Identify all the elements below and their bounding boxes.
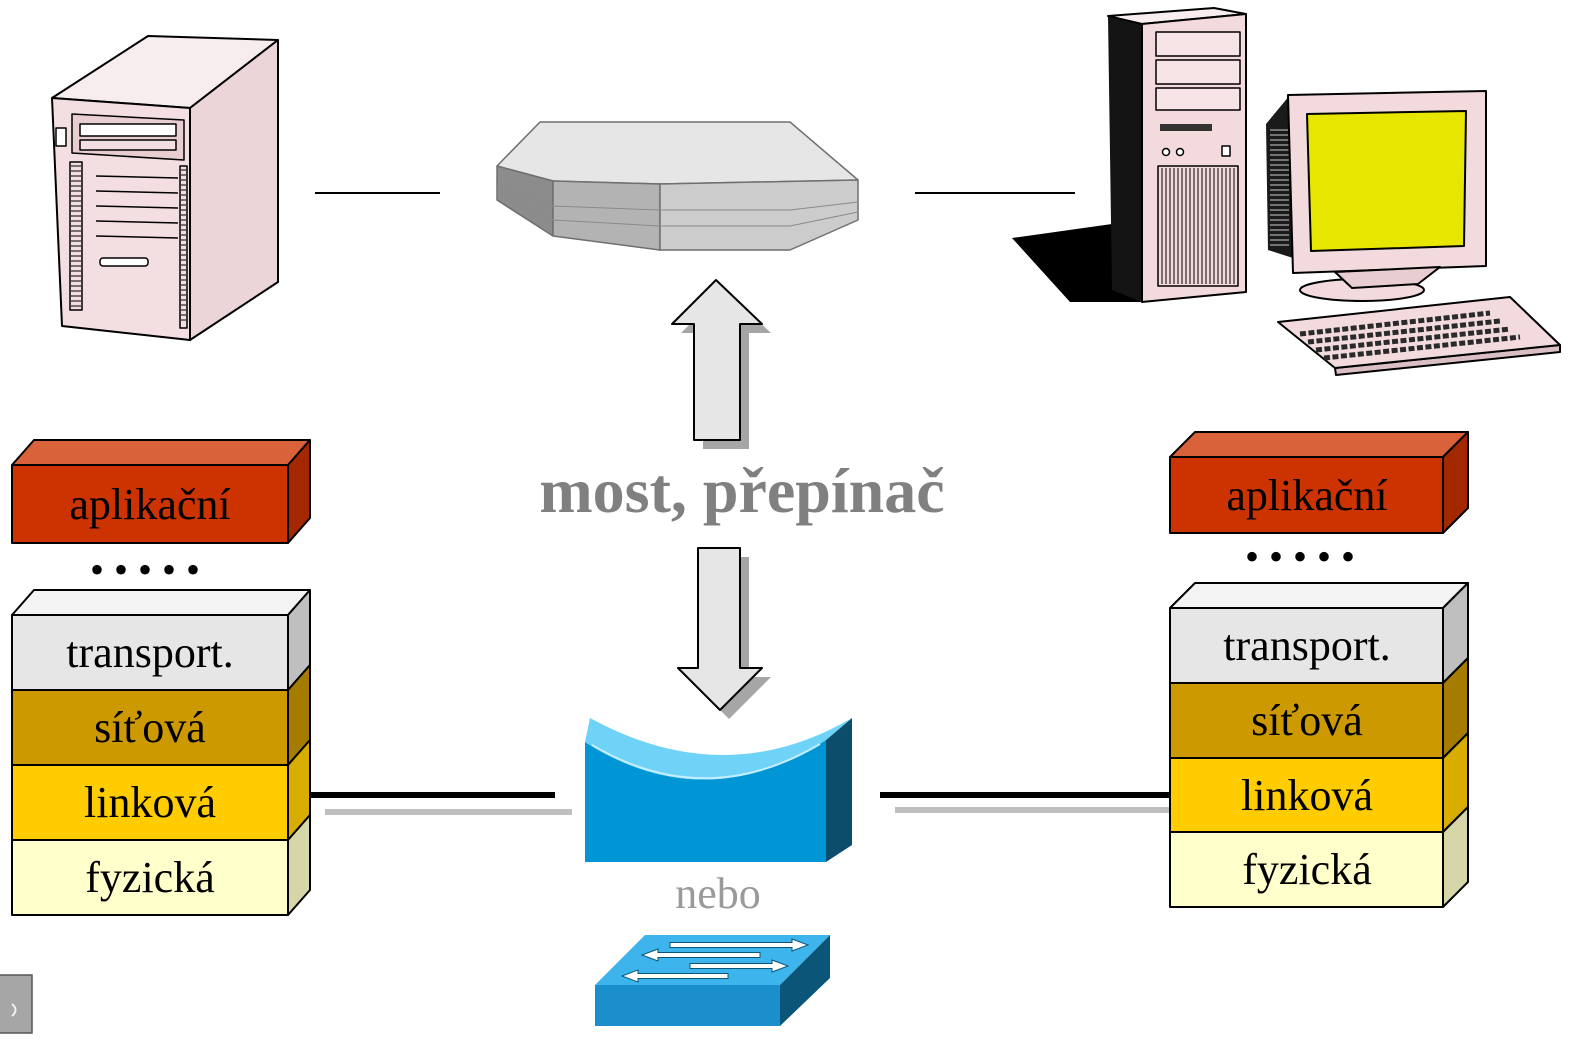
left-layer-stack: aplikační • • • • • transport. síťová li…	[11, 439, 311, 916]
bridge-symbol-top	[585, 718, 852, 780]
switch-front	[595, 985, 780, 1026]
slide-corner-marker	[0, 974, 33, 1034]
right-network-label: síťová	[1251, 696, 1363, 745]
switch-arrow-left-icon	[620, 969, 729, 983]
bridge-device-right-face	[659, 179, 859, 251]
monitor-neck	[1334, 266, 1441, 289]
switch-arrow-right-icon	[669, 938, 810, 952]
arrow-up-body	[671, 279, 763, 441]
bridge-device-seam	[496, 192, 859, 227]
left-application-box	[11, 464, 289, 544]
left-network-label: síťová	[94, 703, 206, 752]
right-link-label: linková	[1241, 771, 1373, 820]
server-drive-slot	[79, 123, 177, 137]
bridge-symbol-front	[585, 740, 826, 862]
tower-side	[1108, 16, 1142, 302]
right-link-box	[1169, 757, 1444, 833]
tower-floppy-slot	[1160, 124, 1212, 131]
server-bay-line	[95, 220, 179, 224]
arrow-down-icon	[677, 547, 771, 719]
arrow-up-icon	[671, 279, 771, 449]
server-bay-line	[95, 205, 179, 209]
bridge-device-top	[496, 121, 859, 185]
bridge-symbol-highlight	[591, 743, 821, 780]
tower-drive-bay	[1155, 87, 1241, 111]
server-power-button	[55, 127, 67, 147]
server-bay-line	[95, 235, 179, 239]
bridge-device-seam	[496, 185, 859, 211]
bridge-device-icon	[496, 121, 859, 251]
right-ellipsis: • • • • •	[1245, 534, 1355, 579]
right-application-top	[1169, 431, 1469, 458]
left-transport-label: transport.	[66, 628, 233, 677]
left-physical-label: fyzická	[85, 853, 214, 902]
monitor-screen	[1306, 110, 1467, 252]
monitor-vents	[1270, 129, 1289, 246]
left-transport-box	[11, 614, 289, 691]
left-physical-box	[11, 839, 289, 916]
keyboard-key-row	[1315, 326, 1511, 353]
tower-drive-bay	[1155, 59, 1241, 85]
server-vents	[71, 165, 186, 321]
server-bay-line	[95, 175, 179, 179]
bridge-symbol-icon	[585, 718, 852, 862]
bridge-device-middle-face	[552, 180, 661, 251]
device-label: most, přepínač	[539, 455, 944, 526]
or-label: nebo	[675, 869, 761, 918]
switch-arrow-right-icon	[689, 959, 790, 973]
right-layer-stack: aplikační • • • • • transport. síťová li…	[1169, 431, 1469, 908]
keyboard-key-row	[1323, 334, 1521, 361]
right-stack-top	[1169, 582, 1469, 609]
left-network-box	[11, 689, 289, 766]
right-application-label: aplikační	[1226, 471, 1387, 520]
switch-arrow-left-icon	[640, 948, 761, 962]
monitor-side	[1266, 95, 1293, 258]
server-icon	[51, 35, 279, 341]
workstation-icon	[1012, 7, 1561, 376]
arrow-down-body	[677, 547, 763, 711]
keyboard-key-row	[1299, 310, 1491, 337]
switch-symbol-icon	[595, 935, 830, 1026]
right-application-box	[1169, 456, 1444, 534]
right-transport-box	[1169, 607, 1444, 684]
left-link-box	[11, 764, 289, 841]
server-slot	[99, 257, 149, 267]
right-transport-label: transport.	[1223, 621, 1390, 670]
tower-vents	[1161, 168, 1235, 284]
left-link-label: linková	[84, 778, 216, 827]
left-application-label: aplikační	[69, 480, 230, 529]
right-network-box	[1169, 682, 1444, 759]
tower-drive-bay	[1155, 31, 1241, 57]
left-application-top	[11, 439, 311, 466]
right-physical-label: fyzická	[1242, 845, 1371, 894]
tower-button	[1175, 147, 1185, 157]
keyboard-key-row	[1307, 318, 1501, 345]
left-stack-top	[11, 589, 311, 616]
switch-side	[780, 935, 830, 1026]
tower-led	[1221, 145, 1231, 157]
server-vent-strip	[179, 165, 188, 329]
server-bay-line	[95, 190, 179, 194]
left-ellipsis: • • • • •	[90, 547, 200, 592]
right-physical-box	[1169, 831, 1444, 908]
server-drive-bay	[71, 113, 185, 161]
server-drive-slot	[79, 139, 177, 151]
tower-button	[1161, 147, 1171, 157]
slide-corner-box	[0, 974, 33, 1034]
bridge-symbol-side	[826, 718, 852, 862]
slide-corner-mark	[11, 1003, 17, 1017]
